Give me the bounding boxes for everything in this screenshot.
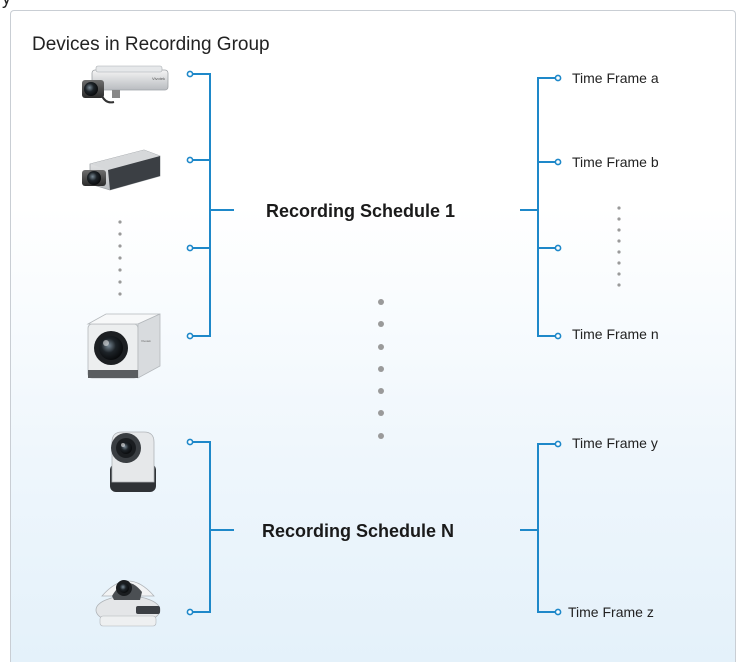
schedule-1-device-wiring [186,70,234,340]
svg-text:Vivotek: Vivotek [141,339,151,343]
time-frame-ellipsis [617,206,621,287]
connector-node [554,440,562,448]
connector-node [186,438,194,446]
connector-node [186,608,194,616]
time-frame-n-label: Time Frame n [572,326,659,342]
svg-text:Vivotek: Vivotek [152,76,165,81]
time-frame-b-label: Time Frame b [572,154,659,170]
dome-camera-icon [95,580,161,627]
box-camera-silver-icon [82,149,161,191]
schedule-n-device-wiring [186,438,234,616]
time-frame-a-label: Time Frame a [572,70,659,86]
box-camera-white-icon: Vivotek [86,313,161,379]
box-camera-icon: Vivotek [82,65,169,104]
connector-node [186,156,194,164]
connector-node [186,244,194,252]
pan-tilt-camera-icon [110,431,156,492]
connector-node [554,74,562,82]
connector-node [554,608,562,616]
group-title: Devices in Recording Group [32,34,270,55]
connector-node [186,70,194,78]
schedule-ellipsis [378,299,384,439]
device-list-ellipsis [118,220,122,296]
connector-node [554,332,562,340]
schedule-n-label: Recording Schedule N [262,521,454,541]
schedule-n-timeframe-wiring [520,440,562,616]
connector-node [186,332,194,340]
partial-header-text: y [0,0,30,8]
time-frame-z-label: Time Frame z [568,604,654,620]
schedule-1-label: Recording Schedule 1 [266,201,455,221]
connector-node [554,244,562,252]
connector-node [554,158,562,166]
time-frame-y-label: Time Frame y [572,435,658,451]
schedule-1-timeframe-wiring [520,74,562,340]
partial-title: y [2,0,11,8]
